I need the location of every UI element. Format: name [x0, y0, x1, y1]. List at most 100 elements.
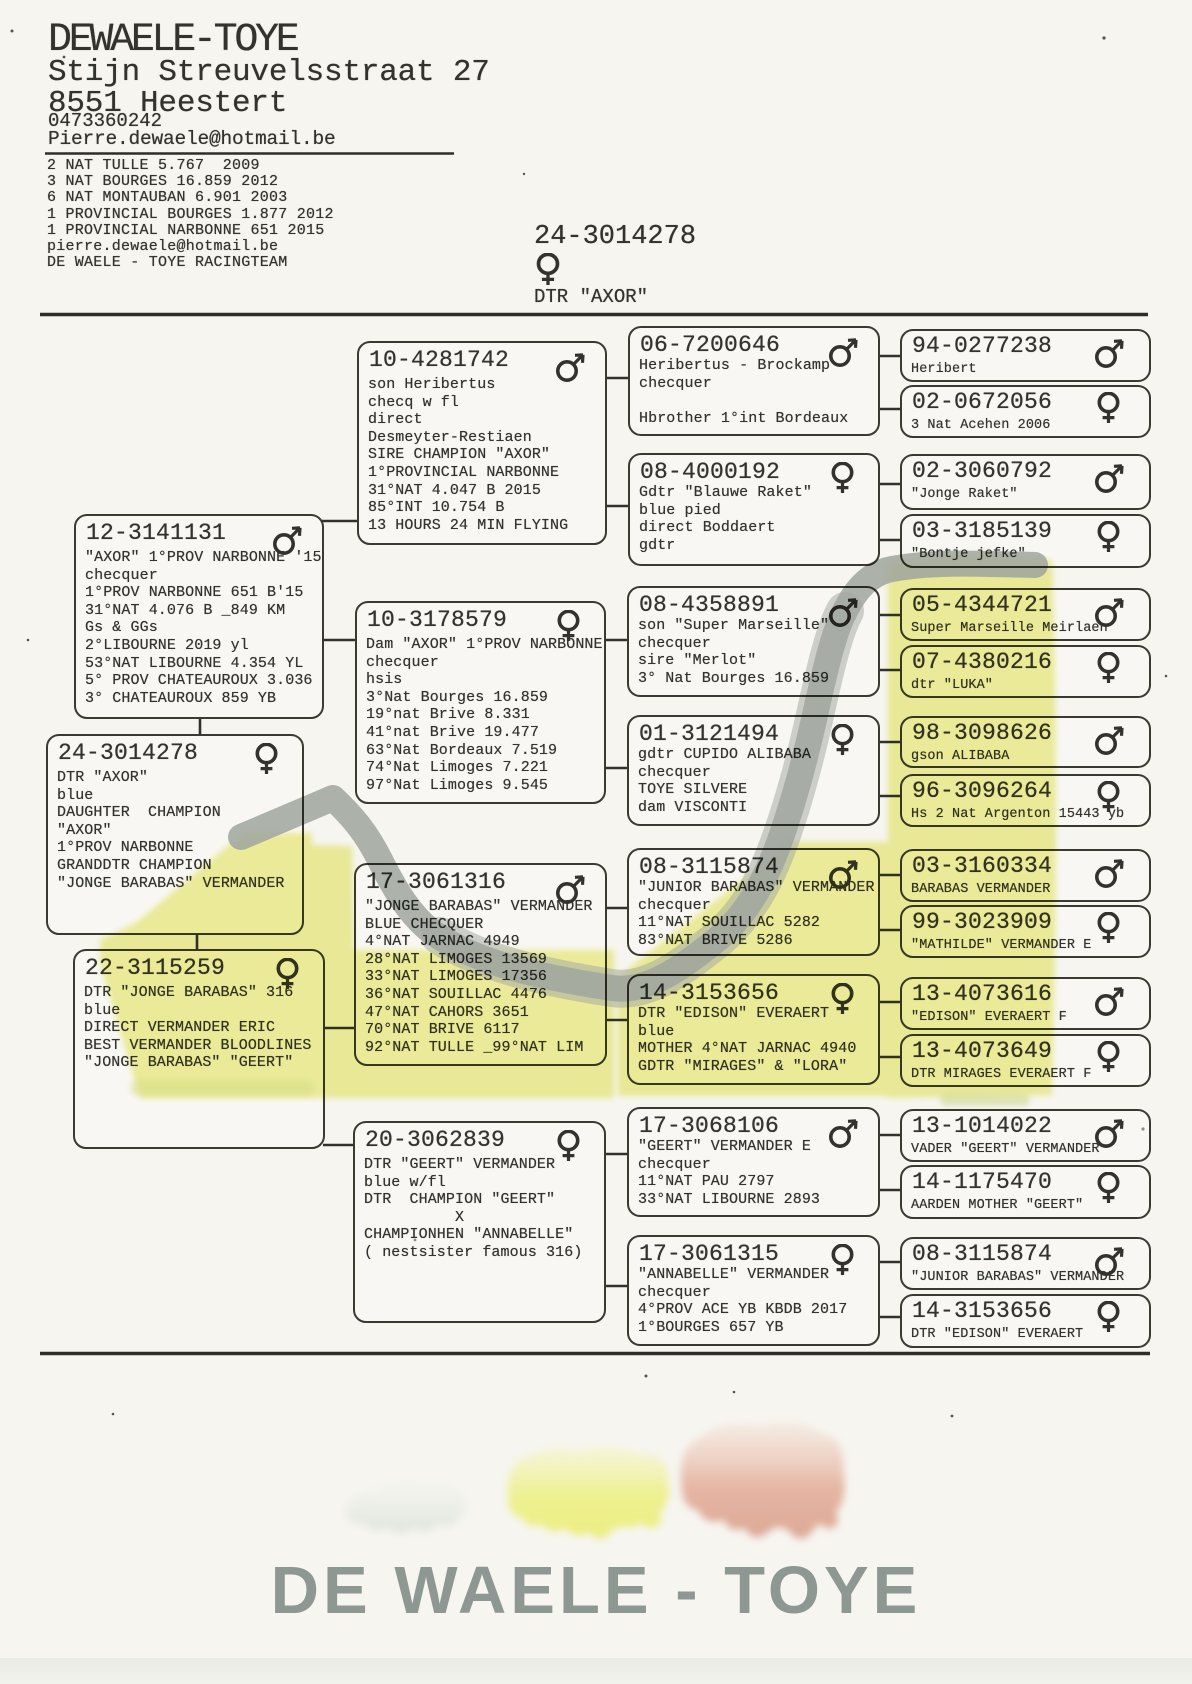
pigeon-left — [345, 1484, 466, 1533]
pedigree-notes: gson ALIBABA — [911, 749, 1010, 764]
pedigree-notes: dtr "LUKA" — [911, 678, 994, 693]
pedigree-notes: BARABAS VERMANDER — [911, 882, 1051, 897]
pedigree-box-sire: 12-3141131 "AXOR" 1°PROV NARBONNE '15 che… — [74, 514, 324, 719]
pedigree-notes: "JONGE BARABAS" VERMANDER BLUE CHECQUER … — [365, 898, 593, 1056]
female-icon — [1094, 1041, 1125, 1074]
pedigree-notes: VADER "GEERT" VERMANDER — [911, 1142, 1100, 1157]
phone-number: 0473360242 — [48, 110, 163, 132]
ring-number: 06-7200646 — [640, 332, 781, 358]
male-icon — [828, 335, 859, 368]
female-icon — [533, 252, 563, 292]
pedigree-notes: DTR "EDISON" EVERAERT blue MOTHER 4°NAT … — [638, 1005, 857, 1075]
pedigree-notes: DTR "AXOR" blue DAUGHTER CHAMPION "AXOR"… — [57, 769, 285, 892]
logo-text: DE WAELE - TOYE — [270, 1553, 922, 1628]
pigeon-middle — [507, 1446, 669, 1539]
ring-number: 12-3141131 — [86, 520, 227, 546]
pedigree-notes: "ANNABELLE" VERMANDER checquer 4°PROV AC… — [638, 1266, 848, 1336]
ring-number: 14-3153656 — [639, 980, 780, 1006]
pedigree-box-ggparent: 08-3115874"JUNIOR BARABAS" VERMANDER che… — [627, 848, 880, 956]
female-icon — [1094, 912, 1125, 945]
ring-number: 96-3096264 — [912, 778, 1053, 804]
ring-number: 17-3068106 — [639, 1113, 780, 1139]
female-icon — [1094, 652, 1125, 685]
pedigree-box-gggparent: 98-3098626 gson ALIBABA — [900, 716, 1151, 768]
female-icon — [828, 1244, 859, 1277]
ring-number: 99-3023909 — [912, 909, 1053, 935]
ring-number: 94-0277238 — [912, 333, 1053, 359]
pedigree-notes: "EDISON" EVERAERT F — [911, 1010, 1067, 1025]
ring-number: 14-3153656 — [912, 1298, 1053, 1324]
ring-number: 03-3185139 — [912, 518, 1053, 544]
pedigree-notes: "MATHILDE" VERMANDER E — [911, 938, 1092, 953]
email-address: Pierre.dewaele@hotmail.be — [48, 128, 336, 150]
ring-number: 98-3098626 — [912, 720, 1053, 746]
pedigree-notes: son "Super Marseille" checquer sire "Mer… — [638, 617, 830, 687]
male-icon — [1094, 595, 1125, 628]
female-icon — [554, 1130, 585, 1163]
ring-number: 17-3061316 — [366, 869, 507, 895]
pedigree-box-grandsire: 17-3061316 "JONGE BARABAS" VERMANDER BLUE… — [354, 863, 607, 1066]
pedigree-notes: "JUNIOR BARABAS" VERMANDER checquer 11°N… — [638, 879, 875, 949]
male-icon — [555, 350, 586, 383]
male-icon — [1094, 984, 1125, 1017]
ring-number: 07-4380216 — [912, 649, 1053, 675]
ring-number: 13-1014022 — [912, 1113, 1053, 1139]
female-icon — [1094, 1172, 1125, 1205]
ring-number: 02-0672056 — [912, 389, 1053, 415]
pedigree-notes: "Jonge Raket" — [911, 487, 1018, 502]
male-icon — [1094, 461, 1125, 494]
female-icon — [1094, 1301, 1125, 1334]
ring-number: 02-3060792 — [912, 458, 1053, 484]
pedigree-notes: Dam "AXOR" 1°PROV NARBONNE checquer hsis… — [366, 636, 603, 794]
ring-number: 22-3115259 — [85, 955, 226, 981]
male-icon — [1094, 336, 1125, 369]
ring-number: 17-3061315 — [639, 1241, 780, 1267]
male-icon — [1094, 1116, 1125, 1149]
pedigree-notes: gdtr CUPIDO ALIBABA checquer TOYE SILVER… — [638, 746, 811, 816]
pedigree-notes: "JUNIOR BARABAS" VERMANDER — [911, 1270, 1125, 1285]
ring-number: 20-3062839 — [365, 1127, 506, 1153]
pedigree-notes: Super Marseille Meirlaen — [911, 621, 1108, 636]
pedigree-box-ggparent: 17-3068106"GEERT" VERMANDER E checquer 1… — [627, 1107, 880, 1217]
female-icon — [828, 724, 859, 757]
pedigree-box-gggparent: 02-3060792 "Jonge Raket" — [900, 454, 1151, 510]
female-icon — [828, 462, 859, 495]
pedigree-notes: DTR "JONGE BARABAS" 316 blue DIRECT VERM… — [84, 984, 312, 1072]
subject-label: DTR "AXOR" — [534, 286, 649, 308]
pedigree-box-gggparent: 08-3115874"JUNIOR BARABAS" VERMANDER — [900, 1237, 1151, 1290]
pedigree-notes: son Heribertus checq w fl direct Desmeyt… — [368, 376, 569, 534]
pedigree-notes: Heribertus - Brockamp checquer Hbrother … — [639, 357, 849, 427]
pedigree-notes: "AXOR" 1°PROV NARBONNE '15 checquer 1°PR… — [85, 549, 322, 707]
pedigree-notes: "Bontje jefke" — [911, 547, 1026, 562]
ring-number: 05-4344721 — [912, 592, 1053, 618]
address-city: 8551 Heestert — [48, 86, 288, 121]
male-icon — [828, 1116, 859, 1149]
pedigree-box-gggparent: 99-3023909 "MATHILDE" VERMANDER E — [900, 905, 1151, 958]
female-icon — [1094, 521, 1125, 554]
male-icon — [1094, 1244, 1125, 1277]
ring-number: 03-3160334 — [912, 853, 1053, 879]
ring-number: 01-3121494 — [639, 721, 780, 747]
female-icon — [1094, 392, 1125, 425]
ring-number: 10-4281742 — [369, 347, 510, 373]
female-icon — [1094, 781, 1125, 814]
pedigree-notes: 3 Nat Acehen 2006 — [911, 418, 1051, 433]
ring-number: 13-4073649 — [912, 1038, 1053, 1064]
pedigree-notes: Gdtr "Blauwe Raket" blue pied direct Bod… — [639, 484, 812, 554]
male-icon — [828, 595, 859, 628]
address-street: Stijn Streuvelsstraat 27 — [48, 55, 490, 90]
pedigree-notes: Heribert — [911, 362, 977, 377]
ring-number: 24-3014278 — [58, 740, 199, 766]
pedigree-notes: AARDEN MOTHER "GEERT" — [911, 1198, 1084, 1213]
ring-number: 14-1175470 — [912, 1169, 1053, 1195]
